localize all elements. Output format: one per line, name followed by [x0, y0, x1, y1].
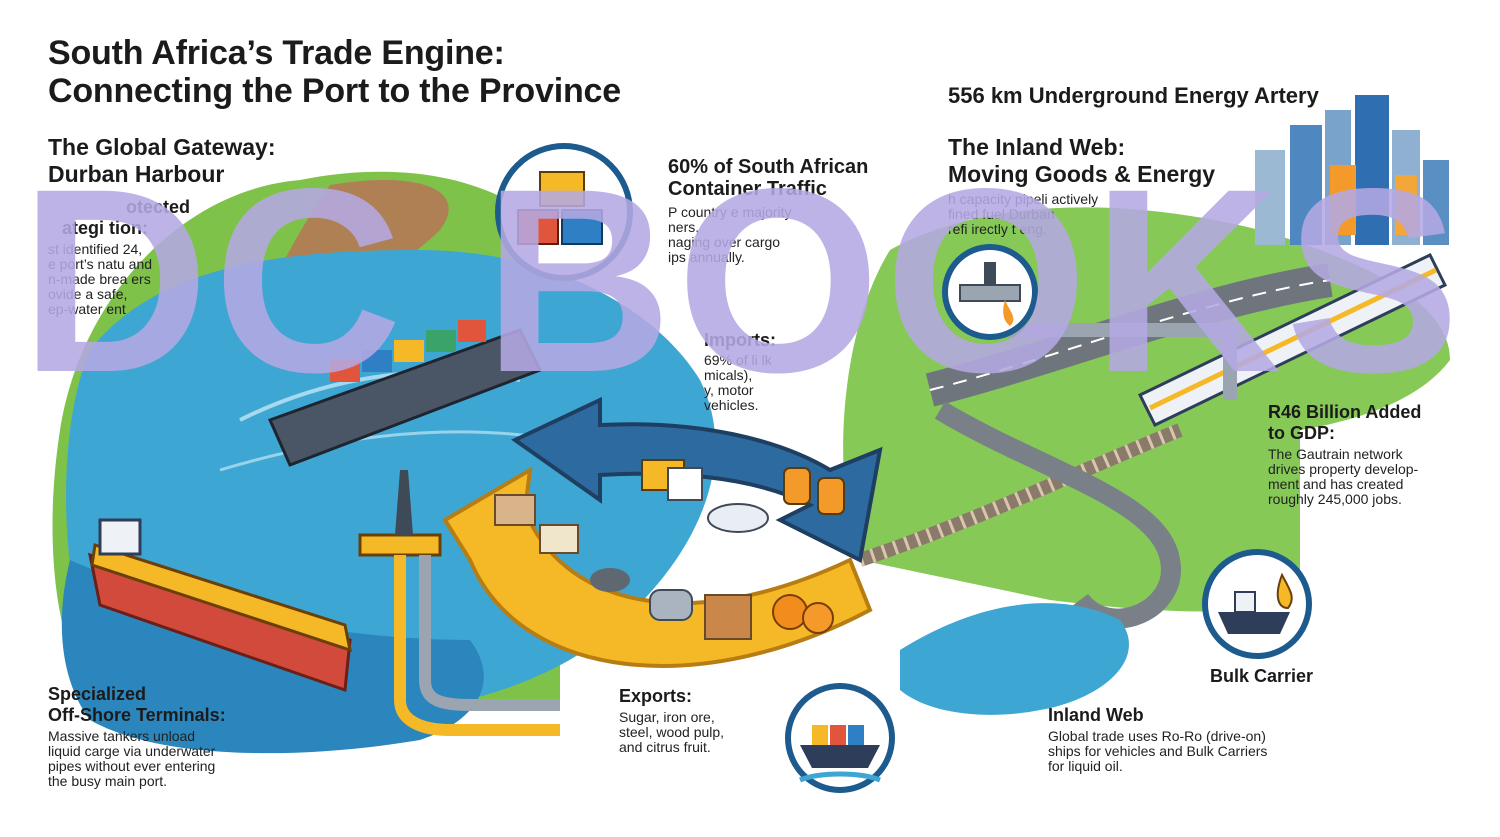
winding-road: [934, 401, 1181, 629]
imports-block: Imports: 69% of li lk micals), y, motor …: [704, 330, 776, 413]
gdp-body-line: roughly 245,000 jobs.: [1268, 491, 1402, 507]
cargo-ship-icon[interactable]: [785, 683, 895, 793]
gdp-body-line: drives property develop-: [1268, 461, 1419, 477]
offshore-heading-1: Specialized: [48, 684, 147, 704]
gateway-block: The Global Gateway: Durban Harbour otect…: [48, 134, 276, 317]
exports-block: Exports: Sugar, iron ore, steel, wood pu…: [619, 686, 724, 755]
container-heading-2: Container Traffic: [668, 178, 827, 200]
container-body-line: naging over cargo: [668, 234, 781, 250]
gautrain: [1137, 253, 1448, 427]
exports-heading: Exports:: [619, 686, 693, 706]
gateway-subheading-2: ategi tion:: [62, 218, 148, 238]
gdp-body-line: ment and has created: [1268, 476, 1404, 492]
offshore-block: Specialized Off-Shore Terminals: Massive…: [48, 684, 226, 789]
gdp-heading-2: to GDP:: [1268, 423, 1335, 443]
gateway-subheading-1: otected: [126, 197, 191, 217]
imports-body-line: 69% of li lk: [704, 352, 772, 368]
city-skyline: [1255, 95, 1449, 245]
exports-body-line: steel, wood pulp,: [619, 724, 725, 740]
page-title: South Africa’s Trade Engine: Connecting …: [48, 34, 621, 110]
export-arrow: [442, 466, 873, 668]
inland-web-body-line: fined fuel Durban: [948, 206, 1055, 222]
inland-web-bottom-heading: Inland Web: [1048, 705, 1144, 725]
offshore-heading-2: Off-Shore Terminals:: [48, 705, 226, 725]
imports-body-line: vehicles.: [704, 397, 759, 413]
container-block: 60% of South African Container Traffic P…: [668, 156, 868, 265]
energy-pipeline: [1000, 323, 1237, 400]
inland-web-top-block: The Inland Web: Moving Goods & Energy h …: [948, 134, 1215, 237]
artery-heading: 556 km Underground Energy Artery: [948, 83, 1319, 108]
page-title-line2: Connecting the Port to the Province: [48, 72, 621, 110]
offshore-body-line: pipes without ever entering: [48, 758, 216, 774]
gdp-body-line: The Gautrain network: [1268, 446, 1403, 462]
imports-body-line: y, motor: [704, 382, 754, 398]
gdp-block: R46 Billion Added to GDP: The Gautrain n…: [1268, 402, 1421, 507]
exports-body-line: Sugar, iron ore,: [619, 709, 715, 725]
container-body-line: ips annually.: [668, 249, 745, 265]
offshore-body-line: liquid carge via underwater: [48, 743, 216, 759]
offshore-platform: [358, 470, 560, 736]
container-icon[interactable]: [495, 143, 633, 281]
container-heading-1: 60% of South African: [668, 156, 869, 178]
inland-web-bottom-body-line: ships for vehicles and Bulk Carriers: [1048, 743, 1268, 759]
pipeline-valve-icon[interactable]: [942, 244, 1038, 340]
harbour-wake-2: [219, 430, 561, 472]
gateway-body-line: n-made brea ers: [48, 271, 151, 287]
offshore-body-line: Massive tankers unload: [48, 728, 196, 744]
gdp-heading-1: R46 Billion Added: [1268, 402, 1422, 422]
bulk-carrier-label: Bulk Carrier: [1210, 666, 1314, 686]
container-ship: [267, 320, 543, 467]
inland-web-body-line: refi irectly t eng.: [948, 221, 1047, 237]
gateway-heading-2: Durban Harbour: [48, 161, 225, 187]
inland-web-heading-2: Moving Goods & Energy: [948, 161, 1216, 187]
gateway-body-line: ep-water ent: [48, 301, 126, 317]
gateway-body-line: e port’s natu and: [48, 256, 153, 272]
railway-ties: [857, 423, 1183, 567]
imports-heading: Imports:: [704, 330, 776, 350]
oil-tanker: [88, 518, 352, 693]
imports-body-line: micals),: [704, 367, 753, 383]
export-goods: [494, 494, 834, 640]
gateway-body-line: st identified 24,: [48, 241, 143, 257]
page-title-line1: South Africa’s Trade Engine:: [48, 34, 505, 72]
exports-body-line: and citrus fruit.: [619, 739, 711, 755]
import-goods: [641, 459, 845, 533]
inland-web-bottom-block: Inland Web Global trade uses Ro-Ro (driv…: [1048, 705, 1267, 774]
bulk-carrier-icon[interactable]: [1202, 549, 1312, 659]
inland-web-body-line: h capacity pipeli actively: [948, 191, 1099, 207]
offshore-body-line: the busy main port.: [48, 773, 168, 789]
inland-web-bottom-body-line: Global trade uses Ro-Ro (drive-on): [1048, 728, 1266, 744]
container-body-line: ners,: [668, 219, 700, 235]
gateway-heading-1: The Global Gateway:: [48, 134, 276, 160]
inland-web-bottom-body-line: for liquid oil.: [1048, 758, 1123, 774]
inland-web-heading-1: The Inland Web:: [948, 134, 1126, 160]
river: [900, 603, 1129, 715]
gateway-body-line: ovide a safe,: [48, 286, 128, 302]
container-body-line: P country e majority: [668, 204, 792, 220]
